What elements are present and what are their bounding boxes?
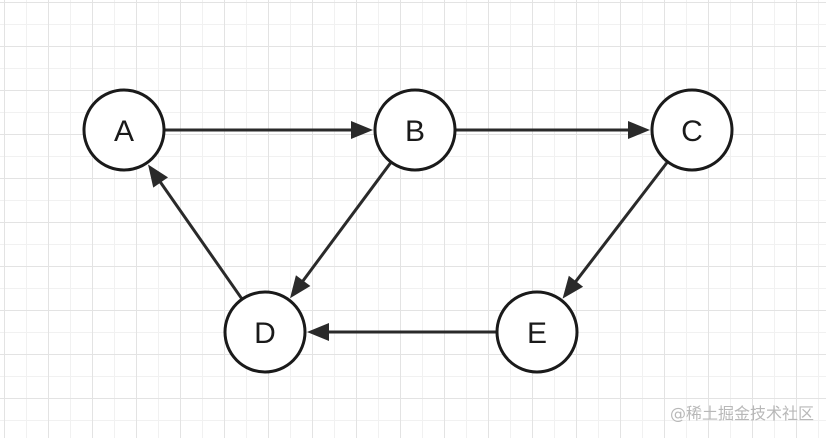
node-b: B [373, 88, 457, 172]
node-label: E [527, 317, 547, 350]
arrowhead-icon [351, 121, 373, 139]
node-circle [495, 290, 579, 374]
node-label: B [405, 115, 425, 148]
node-d: D [223, 290, 307, 374]
edge-line [573, 160, 669, 284]
node-circle [373, 88, 457, 172]
arrowhead-icon [628, 121, 650, 139]
edge-a-b [164, 121, 373, 139]
arrowhead-icon [148, 164, 169, 188]
edge-line [158, 179, 244, 301]
edge-b-d [290, 161, 393, 299]
edges-layer [148, 121, 669, 341]
arrowhead-icon [562, 275, 584, 299]
edge-b-c [455, 121, 650, 139]
watermark: @稀土掘金技术社区 [669, 404, 814, 423]
edge-e-d [307, 323, 497, 341]
arrowhead-icon [290, 275, 311, 299]
node-label: C [681, 115, 703, 148]
nodes-layer: A B C D E [82, 88, 734, 374]
edge-c-e [562, 160, 669, 299]
node-circle [650, 88, 734, 172]
node-c: C [650, 88, 734, 172]
node-label: A [114, 115, 134, 148]
edge-line [300, 161, 393, 284]
arrowhead-icon [307, 323, 329, 341]
node-circle [82, 88, 166, 172]
node-a: A [82, 88, 166, 172]
node-e: E [495, 290, 579, 374]
node-label: D [254, 317, 276, 350]
node-circle [223, 290, 307, 374]
edge-d-a [148, 164, 244, 301]
